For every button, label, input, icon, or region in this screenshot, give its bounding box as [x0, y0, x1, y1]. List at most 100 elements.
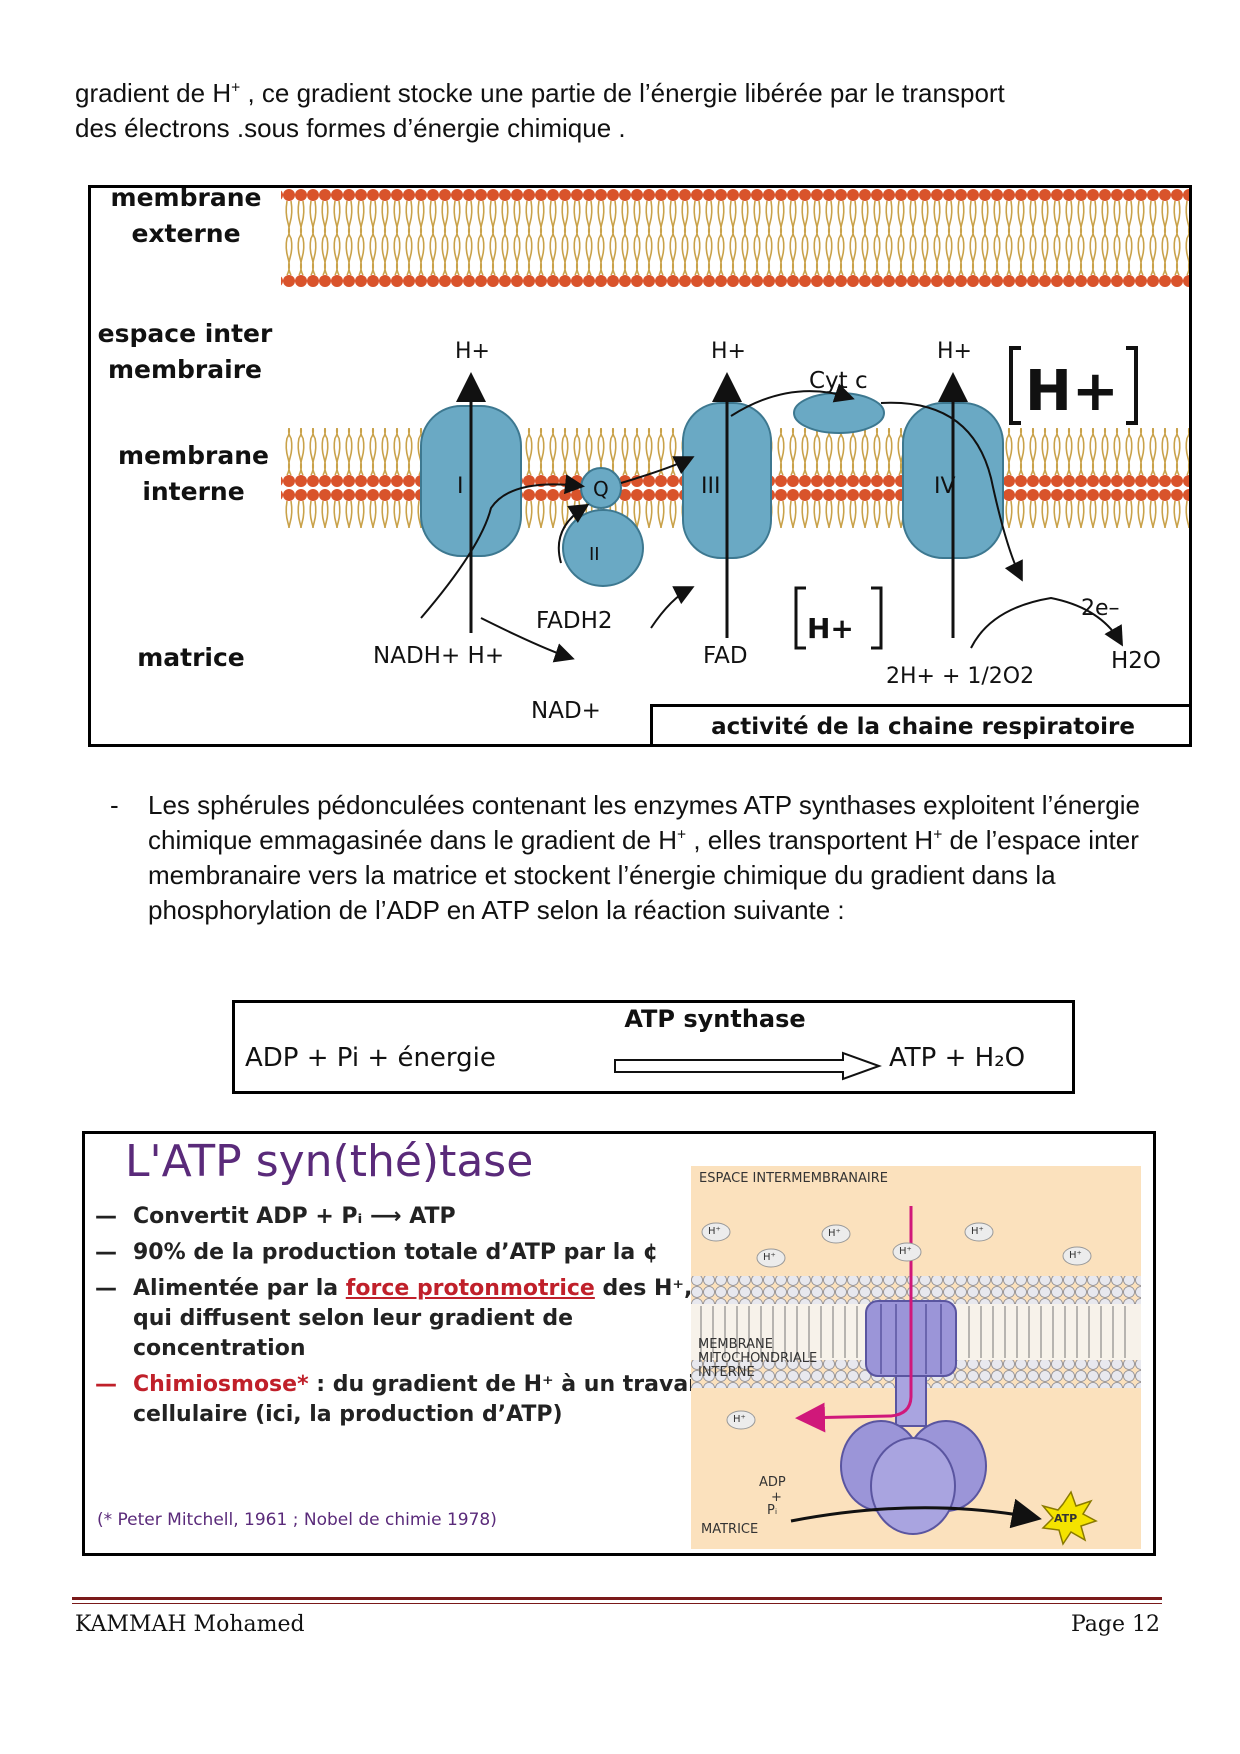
equation-reactants: ADP + Pi + énergie: [245, 1043, 496, 1073]
complex-label: II: [589, 544, 600, 565]
respiratory-chain-figure: I Q II III IV Cyt c H+ H+ H+ H+ H+ NADH+…: [88, 185, 1192, 747]
footer-page-number: Page 12: [1070, 1612, 1160, 1637]
intro-text: gradient de H: [75, 78, 232, 108]
cytochrome-c: [793, 392, 885, 434]
footer-rule: [72, 1597, 1162, 1600]
respiratory-chain-diagram: I Q II III IV Cyt c H+ H+ H+ H+ H+ NADH+…: [281, 188, 1189, 724]
footer-author: KAMMAH Mohamed: [75, 1612, 305, 1637]
bullet-text: Les sphérules pédonculées contenant les …: [148, 788, 1168, 928]
label-inner-membrane: MEMBRANE MITOCHONDRIALE INTERNE: [698, 1337, 818, 1380]
item-text: : du gradient de H⁺ à un travail cellula…: [133, 1372, 704, 1427]
atp-synthase-figure: L'ATP syn(thé)tase —Convertit ADP + Pᵢ ⟶…: [82, 1131, 1156, 1556]
proton-bubble: [726, 1410, 756, 1430]
intro-text: des électrons .sous formes d’énergie chi…: [75, 113, 626, 143]
complex-label: I: [457, 474, 464, 499]
water-formation-arrow: [970, 596, 1123, 649]
complex-II: [562, 509, 644, 587]
adp-to-atp-arrow: [790, 1498, 1042, 1529]
footer-rule: [72, 1603, 1162, 1604]
cytc-label: Cyt c: [809, 368, 868, 394]
atp-label: ATP: [1054, 1512, 1078, 1525]
atp-synthase-illustration: [691, 1166, 1141, 1549]
electron-path: [557, 503, 590, 564]
nadh-label: NADH+ H+: [373, 643, 504, 669]
item-text: Convertit ADP + Pᵢ ⟶ ATP: [133, 1204, 456, 1229]
outer-membrane: [281, 188, 1189, 288]
fad-label: FAD: [703, 643, 748, 669]
label-inner-membrane: membrane interne: [118, 441, 269, 506]
bullet-dash: -: [110, 790, 119, 820]
fadh2-label: FADH2: [536, 608, 613, 634]
item-dash: —: [95, 1240, 117, 1265]
h-plus-label: H⁺: [733, 1414, 746, 1425]
reaction-arrow-icon: [614, 1051, 882, 1081]
h-plus-concentration-low: H+: [807, 612, 854, 645]
superscript: +: [676, 826, 687, 844]
label-intermembrane-space: espace inter membraire: [97, 319, 273, 384]
item-text: Alimentée par la: [133, 1276, 346, 1301]
reaction-equation: ADP + Pi + énergie ATP synthase ATP + H₂…: [232, 1000, 1075, 1094]
proton-bubble: [1062, 1246, 1092, 1266]
chimiosmose-term: Chimiosmose*: [133, 1372, 309, 1397]
intro-text: , ce gradient stocke une partie de l’éne…: [240, 78, 1005, 108]
atp-synthase-points: —Convertit ADP + Pᵢ ⟶ ATP —90% de la pro…: [95, 1202, 715, 1436]
proton-bubble: [701, 1222, 731, 1242]
label-intermembrane-space: ESPACE INTERMEMBRANAIRE: [699, 1171, 888, 1186]
proton-bubble: [756, 1248, 786, 1268]
list-item: — 90% de la production totale d’ATP par l…: [95, 1238, 715, 1268]
list-item: —Convertit ADP + Pᵢ ⟶ ATP: [95, 1202, 715, 1232]
h-plus-label: H+: [937, 339, 972, 364]
f1-subunit: [870, 1437, 956, 1535]
label-matrix: MATRICE: [701, 1522, 759, 1537]
electrons-label: 2e–: [1081, 596, 1120, 621]
h-plus-label: H⁺: [971, 1226, 984, 1237]
h-plus-label: H⁺: [899, 1246, 912, 1257]
proton-bubble: [821, 1224, 851, 1244]
footnote: (* Peter Mitchell, 1961 ; Nobel de chimi…: [97, 1510, 497, 1530]
electron-path: [620, 456, 695, 484]
bullet-text-part: Les sphérules pédonculées contenant les …: [148, 790, 1140, 855]
label-matrix: matrice: [137, 643, 245, 672]
proton-flow-arrow: [795, 1206, 913, 1433]
electron-path: [730, 383, 855, 417]
fadh2-oxidation-arrow: [650, 586, 695, 629]
bracket: [794, 586, 806, 650]
figure-caption: activité de la chaine respiratoire: [650, 704, 1189, 744]
h-plus-label: H+: [455, 339, 490, 364]
complex-label: IV: [934, 474, 956, 499]
label-outer-membrane: membrane externe: [110, 185, 262, 248]
proton-bubble: [964, 1222, 994, 1242]
oxygen-label: 2H+ + 1/2O2: [886, 664, 1034, 689]
adp-label: ADP: [759, 1475, 786, 1490]
item-text: 90% de la production totale d’ATP par la…: [133, 1240, 659, 1265]
item-dash: —: [95, 1276, 117, 1301]
figure2-title: L'ATP syn(thé)tase: [125, 1136, 534, 1187]
list-item: — Alimentée par la force protonmotrice de…: [95, 1274, 715, 1364]
membrane-heads: [691, 1276, 1141, 1304]
plus-label: +: [771, 1490, 782, 1505]
h-plus-label: H+: [711, 339, 746, 364]
superscript: +: [231, 79, 241, 97]
bracket: [1009, 346, 1021, 425]
nad-label: NAD+: [531, 698, 601, 724]
item-dash: —: [95, 1372, 117, 1397]
h-plus-label: H⁺: [828, 1228, 841, 1239]
pi-label: Pᵢ: [767, 1503, 778, 1518]
nadh-oxidation-arrow: [480, 617, 575, 663]
atp-synthase-panel: ESPACE INTERMEMBRANAIRE MEMBRANE MITOCHO…: [691, 1166, 1141, 1549]
q-label: Q: [593, 477, 609, 501]
superscript: +: [933, 826, 943, 844]
electron-path: [880, 401, 1023, 582]
force-protonmotrice-link[interactable]: force protonmotrice: [345, 1276, 595, 1301]
equation-products: ATP + H₂O: [889, 1043, 1026, 1073]
h-plus-concentration-high: H+: [1025, 359, 1119, 424]
proton-bubble: [892, 1242, 922, 1262]
water-label: H2O: [1111, 648, 1161, 674]
equation-enzyme: ATP synthase: [624, 1005, 806, 1033]
h-plus-label: H⁺: [763, 1252, 776, 1263]
item-text: des H⁺, qui diffusent selon leur gradien…: [133, 1276, 693, 1361]
h-plus-label: H⁺: [1069, 1250, 1082, 1261]
bracket: [1126, 346, 1138, 425]
list-item: — Chimiosmose* : du gradient de H⁺ à un t…: [95, 1370, 715, 1430]
bullet-text-part: de l’espace inter membranaire vers la ma…: [148, 825, 1139, 925]
